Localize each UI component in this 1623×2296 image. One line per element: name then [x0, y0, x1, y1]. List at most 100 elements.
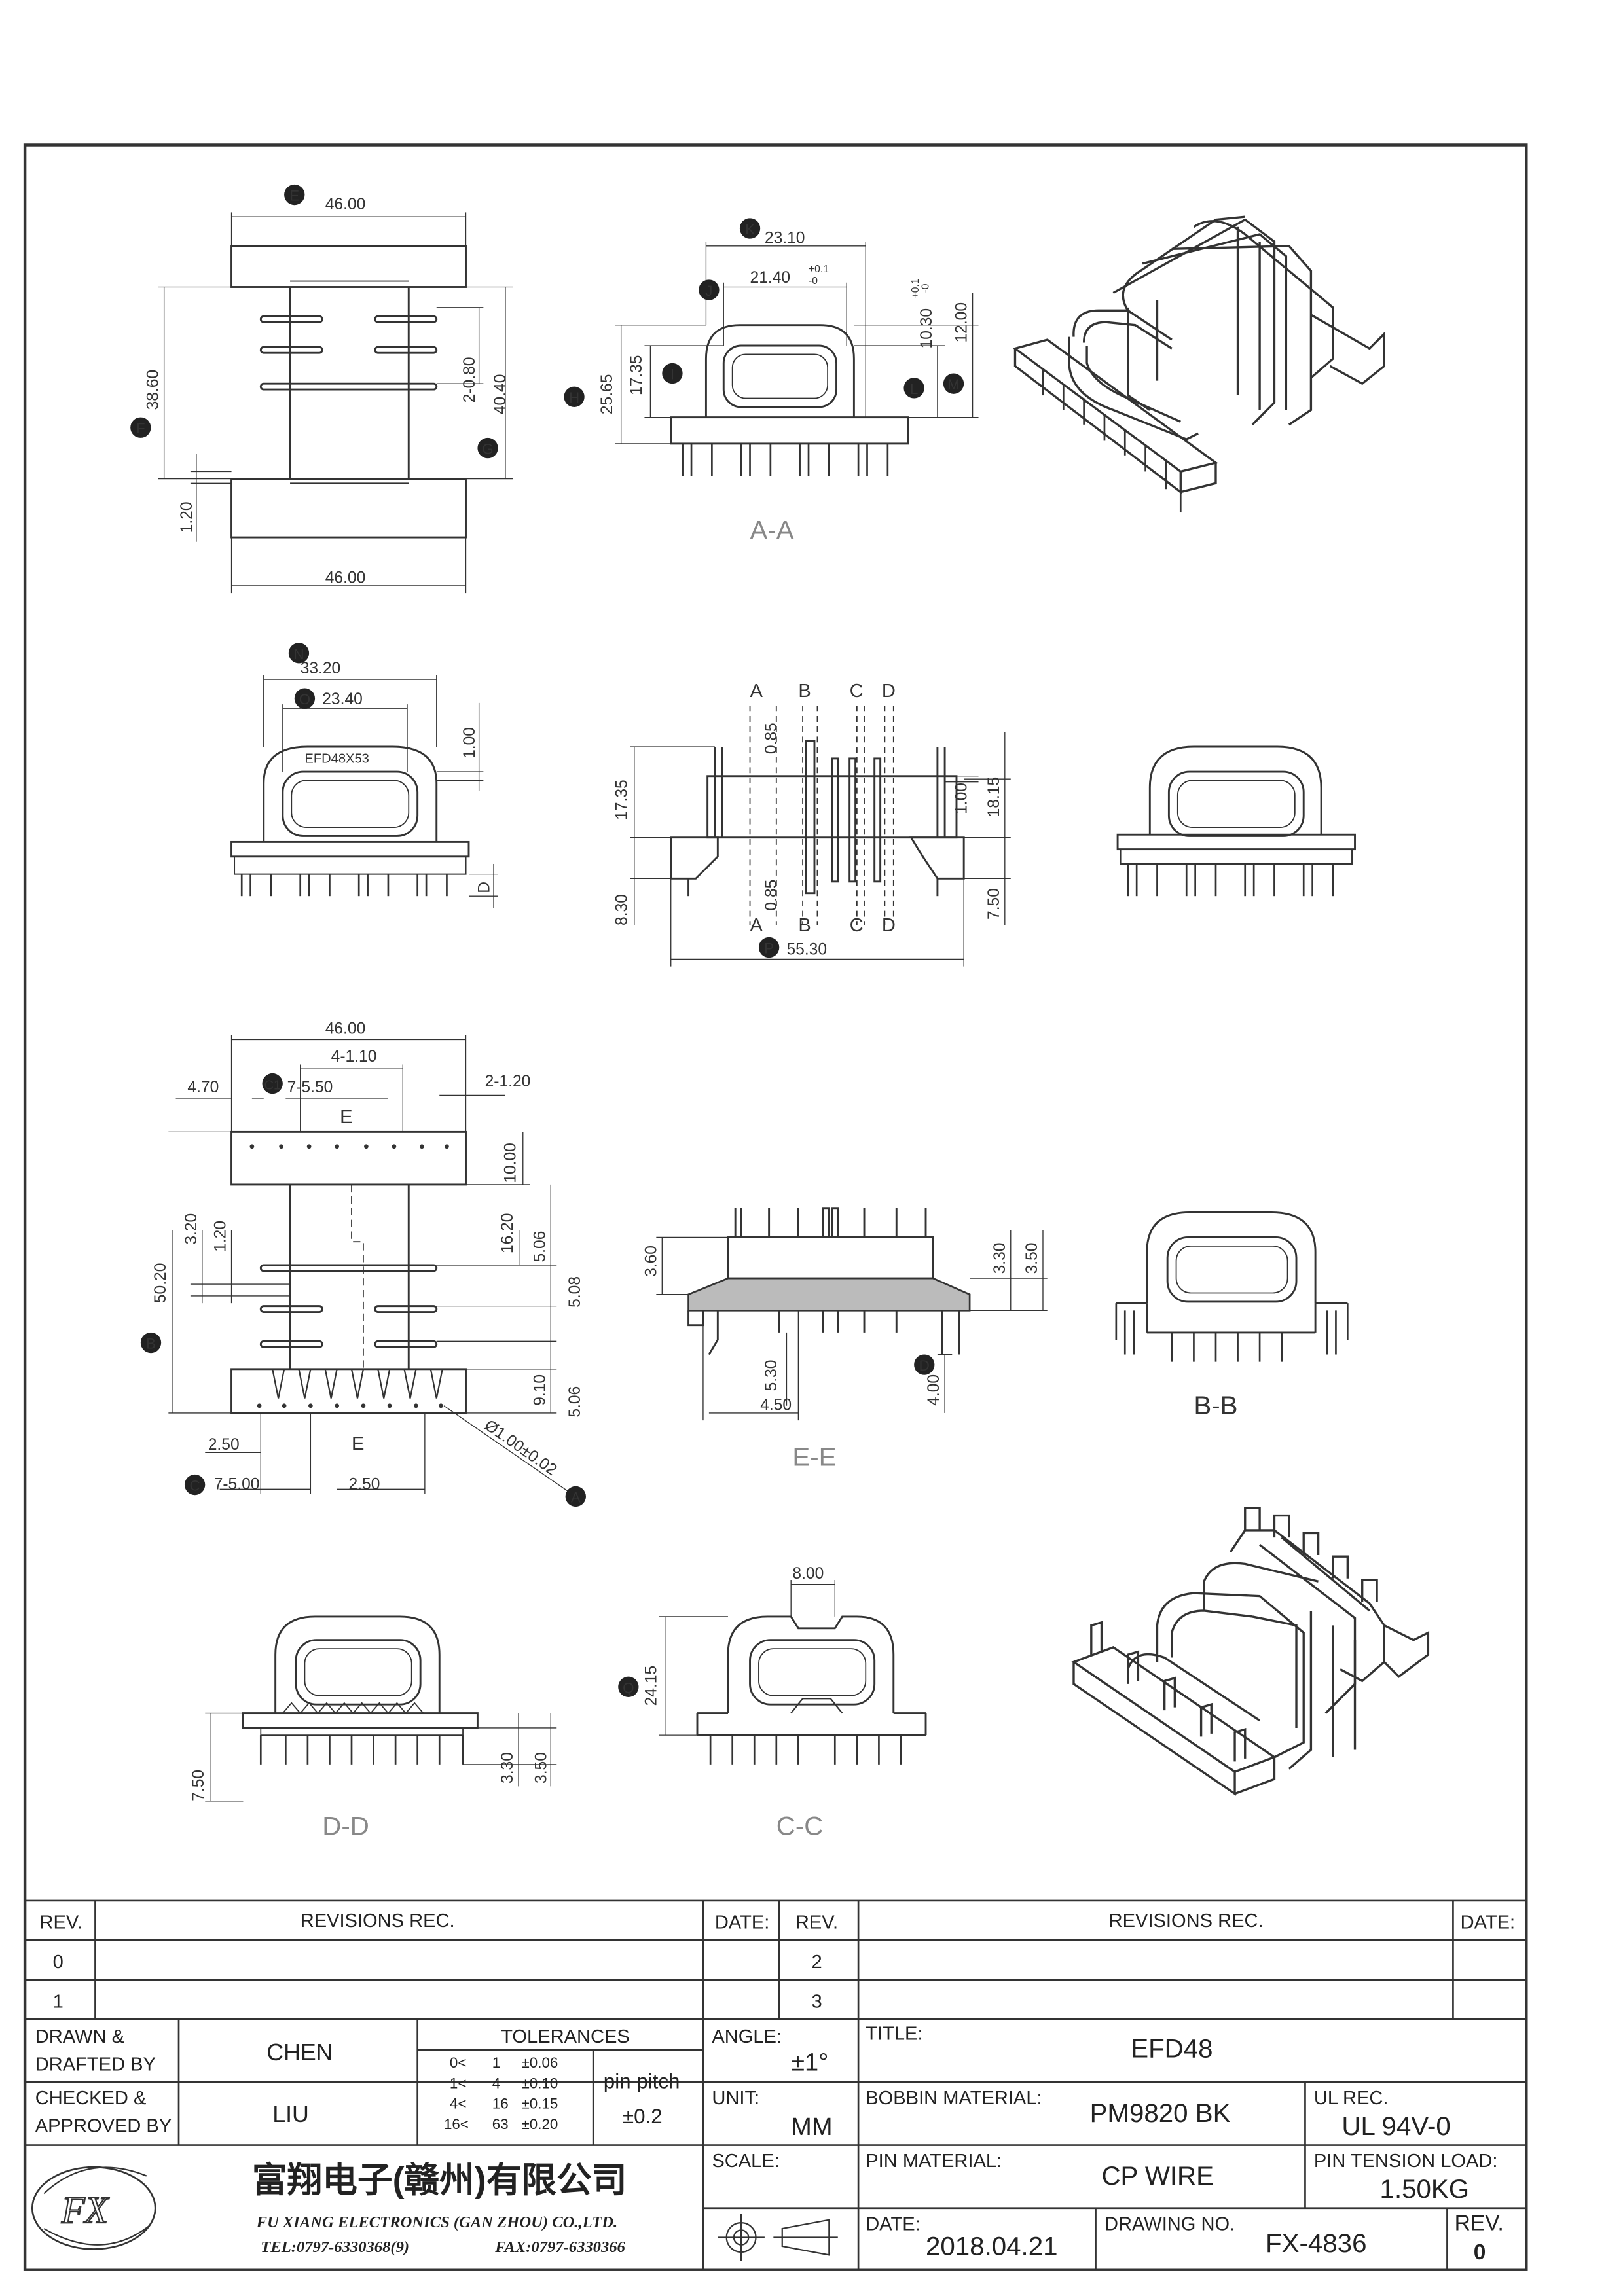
caption-aa: A-A	[750, 515, 794, 545]
side-view-markers: P	[758, 937, 780, 958]
side-view-dimensions: A B C D A B C D 0.85 17.35 0.85 8.30 1.0…	[613, 681, 1003, 959]
dim-aa-10-30: 10.30	[918, 308, 936, 349]
section-dd-view	[205, 1615, 557, 1802]
front-view-markers: N O	[288, 643, 316, 709]
dim-bottom-10-00: 10.00	[502, 1143, 520, 1183]
drawing-no-label: DRAWING NO.	[1104, 2214, 1235, 2234]
section-label-a-bottom: A	[750, 915, 763, 936]
tol-2-from: 4<	[450, 2096, 467, 2112]
front-view	[230, 675, 498, 908]
dim-top-flange: 1.20	[178, 501, 196, 533]
marker-c1: C1	[264, 1079, 281, 1093]
section-aa-markers: K J I H L M	[564, 218, 964, 407]
dim-bottom-9-10: 9.10	[531, 1374, 549, 1406]
dim-bottom-5-08: 5.08	[566, 1276, 584, 1308]
tol-0-from: 0<	[450, 2054, 467, 2071]
dim-side-8-30: 8.30	[613, 894, 631, 925]
marker-p: P	[764, 940, 774, 956]
dim-bottom-5-06-lower: 5.06	[566, 1386, 584, 1418]
section-cc-dimensions: 8.00 24.15 C-C	[642, 1565, 824, 1841]
dim-ee-3-30: 3.30	[991, 1243, 1009, 1274]
dim-top-groove: 2-0.80	[461, 357, 479, 403]
caption-dd: D-D	[322, 1811, 369, 1840]
dim-aa-25-65: 25.65	[598, 374, 616, 415]
side-view	[630, 706, 1011, 967]
dim-ee-3-50: 3.50	[1023, 1243, 1041, 1274]
dim-bottom-2-50-left: 2.50	[208, 1436, 240, 1454]
approved-by-value: LIU	[272, 2101, 309, 2127]
tolerance-table: 0< 1 ±0.06 1< 4 ±0.10 4< 16 ±0.15 16< 63…	[444, 2054, 558, 2132]
marker-f: F	[136, 420, 145, 437]
marker-b: B	[146, 1336, 156, 1352]
section-cc-markers: Q	[618, 1676, 639, 1697]
tol-3-from: 16<	[444, 2116, 469, 2132]
dim-bottom-46-00: 46.00	[325, 1020, 366, 1037]
logo-text: FX	[61, 2189, 110, 2231]
date-label: DATE:	[866, 2214, 920, 2234]
title-label: TITLE:	[866, 2023, 922, 2044]
scale-label: SCALE:	[712, 2151, 779, 2172]
dim-top-height: 38.60	[145, 370, 162, 410]
dim-aa-23-10: 23.10	[765, 229, 805, 247]
marker-a: A	[571, 1489, 581, 1505]
dim-ee-4-50: 4.50	[760, 1396, 792, 1414]
date-header-right: DATE:	[1461, 1912, 1515, 1933]
dim-top-width: 46.00	[325, 196, 366, 213]
tolerances-title: TOLERANCES	[501, 2026, 630, 2047]
tol-1-from: 1<	[450, 2075, 467, 2091]
revisions-header-right: REVISIONS REC.	[1109, 1910, 1264, 1931]
sheet-border	[23, 143, 1528, 2271]
section-bb-view	[1115, 1211, 1349, 1362]
section-label-d-top: D	[882, 681, 896, 702]
marker-o: O	[299, 691, 310, 708]
dim-bottom-5-06-upper: 5.06	[531, 1231, 549, 1263]
dim-side-55-30: 55.30	[786, 941, 827, 959]
rev-label: REV.	[1455, 2211, 1504, 2235]
marker-d: D	[919, 1357, 930, 1374]
isometric-view-bottom	[1071, 1507, 1430, 1796]
title-block	[25, 2019, 1527, 2270]
date-header-left: DATE:	[715, 1912, 769, 1933]
revision-table-text: REV. REVISIONS REC. DATE: REV. REVISIONS…	[39, 1910, 1515, 2012]
rev-header-left: REV.	[39, 1912, 82, 1933]
top-view	[158, 212, 513, 594]
dim-aa-21-40: 21.40	[750, 269, 791, 287]
pin-tension-label: PIN TENSION LOAD:	[1314, 2151, 1498, 2172]
section-aa-view	[615, 242, 979, 476]
company-name-cn: 富翔电子(赣州)有限公司	[252, 2161, 627, 2200]
dim-cc-8-00: 8.00	[792, 1565, 824, 1583]
bottom-view-dimensions: 46.00 4-1.10 4.70 7-5.50 2-1.20 E 10.00 …	[152, 1020, 584, 1493]
dim-bottom-16-20: 16.20	[499, 1213, 517, 1254]
drawn-by-value: CHEN	[266, 2039, 333, 2066]
marker-c: C	[190, 1478, 200, 1494]
dim-aa-17-35: 17.35	[628, 355, 646, 396]
marker-h: H	[569, 389, 579, 406]
rev-row-3: 3	[812, 1991, 822, 2012]
tol-0-to: 1	[492, 2054, 500, 2071]
revisions-header-left: REVISIONS REC.	[301, 1910, 455, 1931]
pin-tension-value: 1.50KG	[1380, 2174, 1470, 2204]
dim-dd-3-50: 3.50	[533, 1752, 551, 1784]
engraving-text: EFD48X53	[304, 752, 369, 766]
tol-2-value: ±0.15	[522, 2096, 558, 2112]
dim-dd-7-50: 7.50	[190, 1770, 208, 1801]
dim-bottom-1-20: 1.20	[212, 1221, 230, 1252]
marker-q: Q	[623, 1679, 634, 1696]
rev-header-right: REV.	[795, 1912, 838, 1933]
section-label-c-bottom: C	[850, 915, 864, 936]
dim-side-1-00: 1.00	[953, 783, 971, 814]
company-fax: FAX:0797-6330366	[494, 2238, 625, 2256]
bobbin-material-label: BOBBIN MATERIAL:	[866, 2088, 1042, 2109]
section-aa-dimensions: 23.10 21.40 +0.1 -0 25.65 17.35 10.30 +0…	[598, 229, 970, 545]
marker-g: G	[482, 441, 493, 457]
section-ee-dimensions: 3.60 3.30 3.50 5.30 4.50 4.00 E-E	[642, 1243, 1041, 1472]
pin-pitch-label: pin pitch	[604, 2070, 680, 2092]
dim-aa-tol-plus: +0.1	[809, 264, 829, 275]
dim-dd-3-30: 3.30	[499, 1752, 517, 1784]
section-label-e-bottom: E	[352, 1433, 364, 1454]
tol-3-value: ±0.20	[522, 2116, 558, 2132]
section-label-c-top: C	[850, 681, 864, 702]
rev-row-1: 1	[53, 1991, 64, 2012]
dim-bottom-7-5-50: 7-5.50	[287, 1079, 333, 1096]
